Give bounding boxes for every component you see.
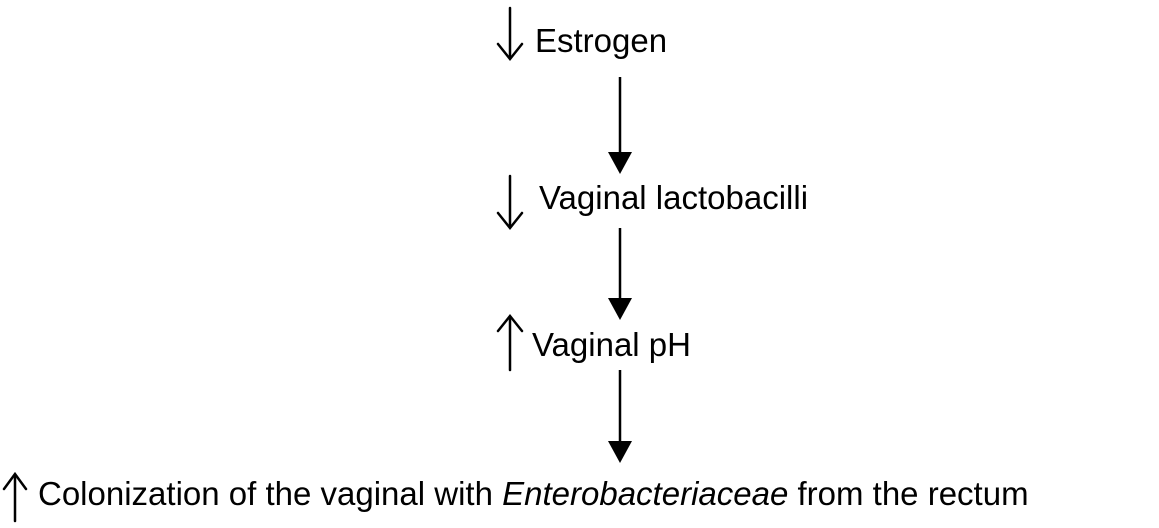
colonization-text-before: Colonization of the vaginal with [38, 475, 503, 512]
increase-arrow-icon-colonization [2, 471, 28, 523]
step-label-vaginal-ph: Vaginal pH [532, 326, 691, 363]
flow-connector-arrow-2 [608, 228, 632, 320]
step-label-vaginal-lactobacilli: Vaginal lactobacilli [539, 179, 809, 216]
decrease-arrow-icon-lactobacilli [496, 174, 524, 231]
increase-arrow-icon-ph [496, 313, 524, 372]
step-label-colonization: Colonization of the vaginal with Enterob… [38, 474, 1029, 514]
step-label-estrogen: Estrogen [535, 22, 668, 59]
flow-connector-arrow-1 [608, 77, 632, 174]
colonization-organism-italic: Enterobacteriaceae [502, 475, 789, 512]
flow-connector-arrow-3 [608, 370, 632, 463]
decrease-arrow-icon-estrogen [496, 6, 524, 62]
colonization-text-after: from the rectum [788, 475, 1029, 512]
